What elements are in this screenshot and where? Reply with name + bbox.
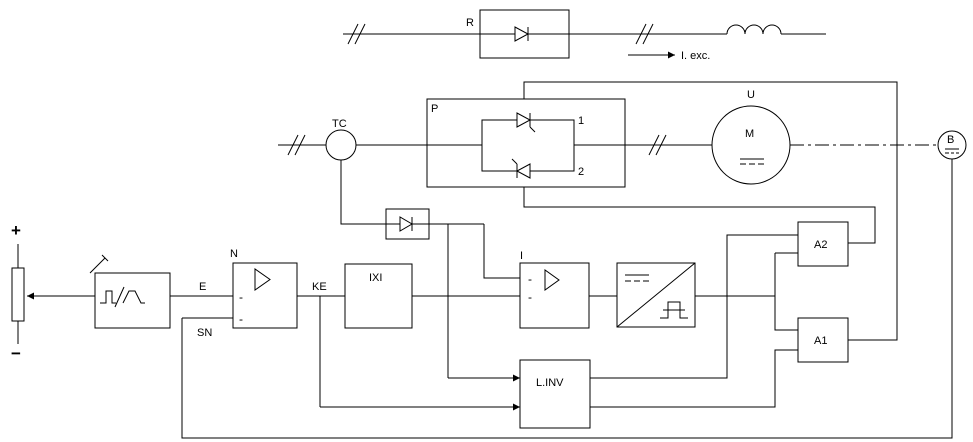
- inversion-logic: L.INV: [519, 234, 798, 429]
- ixi-block: [344, 263, 413, 329]
- hash-mark: [287, 134, 306, 156]
- label-m: M: [745, 128, 754, 140]
- pulse-icon: [660, 301, 688, 319]
- label-sn: SN: [197, 327, 212, 339]
- firing-unit: [616, 262, 775, 328]
- label-u: U: [747, 89, 755, 101]
- hash-mark: [648, 134, 667, 156]
- power-circuit: TC P 1 2 M: [278, 89, 967, 188]
- label-i: I: [520, 250, 523, 262]
- thyristor-2-icon: [511, 158, 531, 179]
- label-tc: TC: [332, 118, 347, 130]
- voltage-feedback-wiring: [523, 81, 898, 341]
- label-n-minus-1: -: [239, 290, 243, 304]
- speed-regulator-n: N - - SN: [181, 159, 953, 439]
- ramp-generator-block: [94, 272, 171, 329]
- reference-potentiometer: + −: [11, 221, 95, 363]
- label-e: E: [199, 281, 206, 293]
- label-r: R: [466, 17, 474, 29]
- speed-reference-wiring: KE: [297, 281, 520, 411]
- potentiometer: [11, 267, 25, 322]
- hash-mark: [635, 23, 654, 45]
- pulse-distribution-wiring: A2 A1: [774, 221, 849, 363]
- label-bridge-2: 2: [578, 166, 584, 178]
- label-minus: −: [11, 344, 21, 363]
- label-ke: KE: [312, 281, 327, 293]
- amplifier-icon: [254, 268, 271, 291]
- label-linv: L.INV: [536, 377, 564, 389]
- label-ixi: IXI: [369, 272, 382, 284]
- pulse-amplifier-a1: [797, 317, 849, 363]
- label-n-minus-2: -: [239, 312, 243, 326]
- current-feedback-wiring: [340, 160, 520, 382]
- label-b: B: [947, 134, 954, 146]
- label-p: P: [431, 103, 438, 115]
- excitation-circuit: R I. exc.: [343, 9, 826, 62]
- dc-motor-m: [711, 105, 791, 185]
- ramp-waveform-icon: [100, 290, 145, 304]
- dc-symbol-icon: [625, 274, 649, 282]
- amplifier-icon: [544, 269, 560, 291]
- ramp-adjust-arrow: [89, 257, 106, 274]
- tacho-dc-symbol-icon: [945, 148, 959, 154]
- field-winding-inductor-icon: [726, 24, 782, 35]
- current-regulator-i: I - -: [519, 250, 617, 329]
- ramp-generator: E: [89, 254, 233, 329]
- label-excitation-current: I. exc.: [681, 50, 710, 62]
- label-bridge-1: 1: [578, 115, 584, 127]
- diode-icon: [399, 216, 413, 232]
- label-plus: +: [11, 221, 21, 240]
- speed-feedback-wire: [181, 159, 953, 439]
- current-regulator-block: [519, 262, 590, 329]
- diode-icon: [514, 26, 530, 42]
- label-i-minus-2: -: [528, 290, 532, 304]
- inversion-logic-block: [519, 359, 591, 429]
- speed-regulator-block: [232, 262, 298, 329]
- pulse-amplifier-a2: [797, 221, 849, 267]
- thyristor-1-icon: [516, 112, 536, 133]
- label-n: N: [230, 248, 238, 260]
- hash-mark: [347, 23, 366, 45]
- label-a1: A1: [814, 335, 827, 347]
- current-transformer-tc: [325, 129, 357, 161]
- label-i-minus-1: -: [528, 272, 532, 286]
- label-a2: A2: [814, 239, 827, 251]
- dc-symbol-icon: [740, 158, 764, 165]
- thyristor-bridge-block-p: [426, 98, 626, 188]
- absolute-value-block-ixi: IXI: [344, 263, 520, 329]
